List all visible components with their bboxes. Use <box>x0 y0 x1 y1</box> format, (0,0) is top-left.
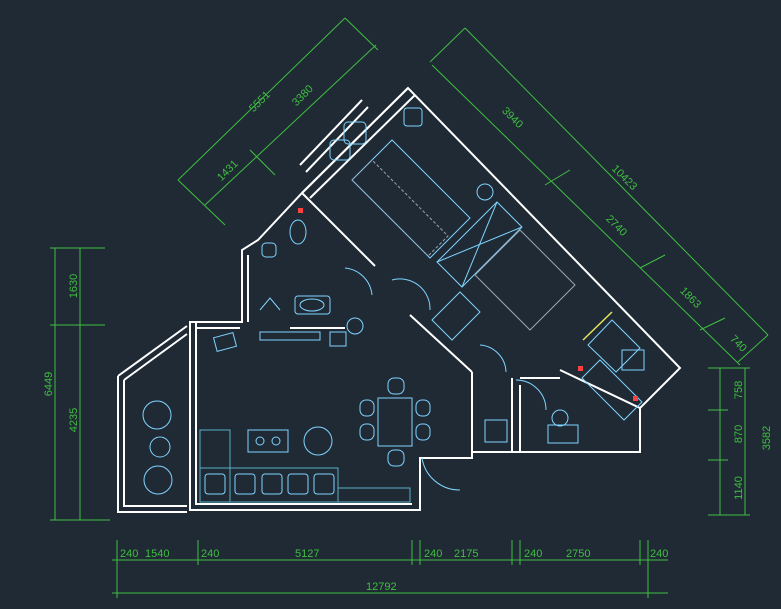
dim-bottom-1540: 1540 <box>145 548 169 560</box>
dim-bottom-240-b: 240 <box>201 548 219 560</box>
red-marker-3 <box>578 366 583 371</box>
yellow-marker <box>582 311 613 341</box>
dim-bottom-2750: 2750 <box>566 548 590 560</box>
dim-right-758: 758 <box>733 381 745 399</box>
walls <box>117 86 682 513</box>
dim-bottom-240-e: 240 <box>650 548 668 560</box>
red-marker <box>298 208 303 213</box>
dim-right-1140: 1140 <box>733 476 745 500</box>
dimension-lines <box>50 17 769 598</box>
doors <box>344 267 547 491</box>
dim-bottom-total: 12792 <box>366 581 397 593</box>
dim-left-4235: 4235 <box>68 408 80 432</box>
dim-left-6449: 6449 <box>43 372 55 396</box>
dim-bottom-240-d: 240 <box>524 548 542 560</box>
red-marker-2 <box>633 396 638 401</box>
dim-right-3582: 3582 <box>761 426 773 450</box>
dim-top-5551: 5551 <box>247 89 273 115</box>
dim-left-1630: 1630 <box>68 274 80 298</box>
dim-bottom-5127: 5127 <box>295 548 319 560</box>
dim-top-1431: 1431 <box>215 158 241 184</box>
dim-diag-1863: 1863 <box>677 285 703 311</box>
dim-bottom-2175: 2175 <box>454 548 478 560</box>
dim-bottom-240-c: 240 <box>424 548 442 560</box>
furniture <box>142 107 645 503</box>
dim-right-870: 870 <box>733 425 745 443</box>
dim-bottom-240-a: 240 <box>120 548 138 560</box>
dim-diag-740: 740 <box>727 333 748 354</box>
dim-diag-3940: 3940 <box>499 105 525 131</box>
